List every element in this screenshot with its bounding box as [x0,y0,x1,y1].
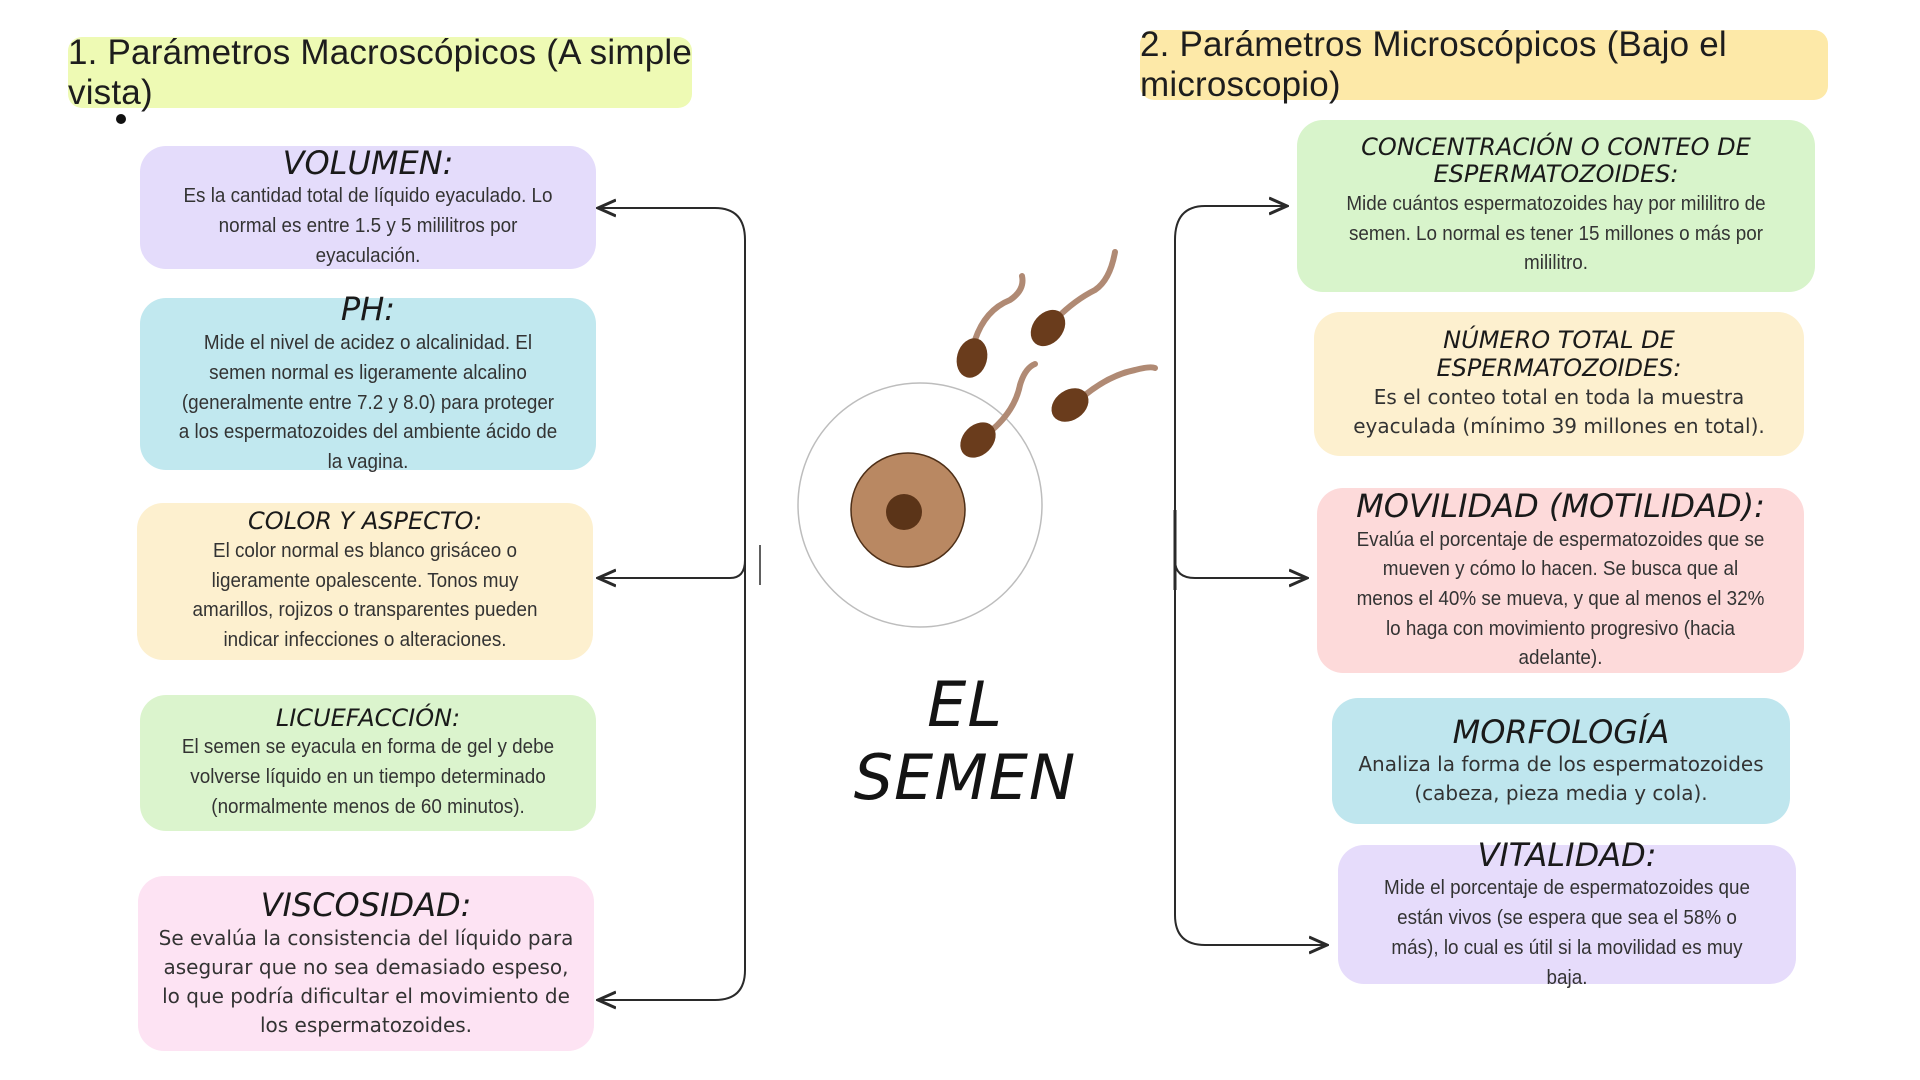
box-licuefaccion-body: El semen se eyacula en forma de gel y de… [181,735,555,818]
box-movilidad-body: Evalúa el porcentaje de espermatozoides … [1356,527,1765,670]
box-viscosidad-title: VISCOSIDAD: [260,886,472,925]
header-macroscopic-label: 1. Parámetros Macroscópicos (A simple vi… [68,32,693,112]
right-bracket [1173,206,1325,945]
box-vitalidad-body: Mide el porcentaje de espermatozoides qu… [1384,876,1750,989]
box-color-aspecto-title: COLOR Y ASPECTO: [248,507,482,536]
box-concentracion-body: Mide cuántos espermatozoides hay por mil… [1346,192,1766,275]
box-movilidad: MOVILIDAD (MOTILIDAD): Evalúa el porcent… [1317,488,1804,673]
box-volumen: VOLUMEN: Es la cantidad total de líquido… [140,143,596,269]
bullet-dot [116,114,126,124]
box-ph: PH: Mide el nivel de acidez o alcalinida… [140,291,596,473]
sperm-illustration [972,249,1158,433]
box-concentracion: CONCENTRACIÓN O CONTEO DE ESPERMATOZOIDE… [1297,120,1815,292]
header-macroscopic: 1. Parámetros Macroscópicos (A simple vi… [68,33,692,112]
left-bracket [600,208,761,1000]
box-morfologia-title: MORFOLOGÍA [1452,712,1670,751]
box-color-aspecto: COLOR Y ASPECTO: El color normal es blan… [137,503,593,660]
box-numero-total-title: NÚMERO TOTAL DE ESPERMATOZOIDES: [1436,326,1682,382]
box-numero-total-body: Es el conteo total en toda la muestra ey… [1353,384,1765,438]
box-licuefaccion-title: LICUEFACCIÓN: [275,703,461,732]
center-title: EL SEMEN [853,668,1077,814]
box-morfologia-body: Analiza la forma de los espermatozoides … [1358,752,1764,806]
box-concentracion-title: CONCENTRACIÓN O CONTEO DE ESPERMATOZOIDE… [1361,132,1751,189]
header-microscopic-label: 2. Parámetros Microscópicos (Bajo el mic… [1140,25,1727,104]
egg-core [886,494,922,530]
header-microscopic: 2. Parámetros Microscópicos (Bajo el mic… [1140,25,1828,104]
box-volumen-title: VOLUMEN: [282,143,454,182]
box-color-aspecto-body: El color normal es blanco grisáceo o lig… [192,538,538,652]
box-ph-body: Mide el nivel de acidez o alcalinidad. E… [178,331,558,473]
box-movilidad-title: MOVILIDAD (MOTILIDAD): [1356,486,1765,525]
box-vitalidad: VITALIDAD: Mide el porcentaje de esperma… [1338,836,1796,989]
box-numero-total: NÚMERO TOTAL DE ESPERMATOZOIDES: Es el c… [1314,312,1804,456]
box-morfologia: MORFOLOGÍA Analiza la forma de los esper… [1332,698,1790,824]
box-viscosidad: VISCOSIDAD: Se evalúa la consistencia de… [138,876,594,1051]
box-vitalidad-title: VITALIDAD: [1477,835,1657,874]
box-volumen-body: Es la cantidad total de líquido eyaculad… [183,184,553,267]
box-licuefaccion: LICUEFACCIÓN: El semen se eyacula en for… [140,695,596,831]
sperm-heads [956,309,1089,458]
box-ph-title: PH: [340,290,396,329]
box-viscosidad-body: Se evalúa la consistencia del líquido pa… [158,925,574,1037]
